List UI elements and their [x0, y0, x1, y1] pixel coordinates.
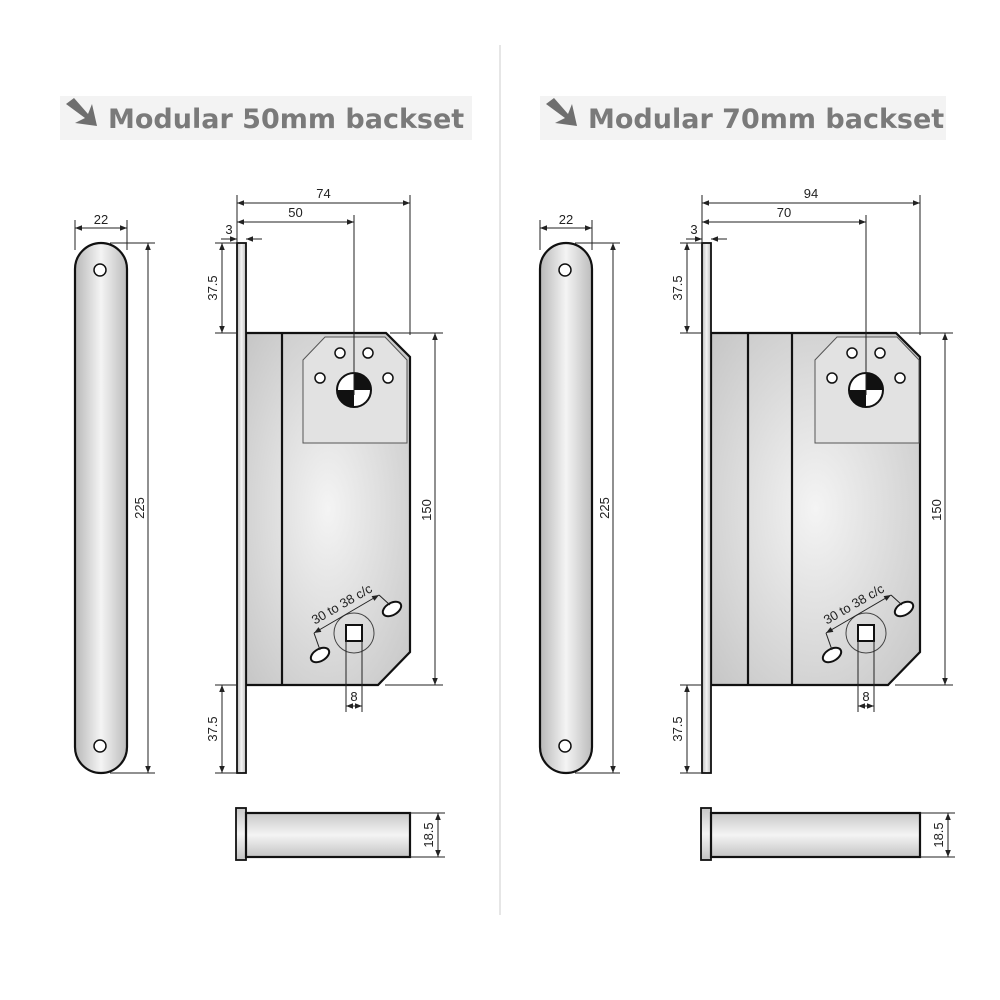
faceplate-front-view: 22 225 — [538, 212, 620, 775]
lock-case-side-view: 30 to 38 c/c 8 74 50 3 37.5 37.5 150 — [205, 186, 443, 774]
dim-overall-depth: 74 — [316, 186, 330, 201]
dim-strike-depth: 18.5 — [421, 822, 436, 847]
dim-faceplate-height: 225 — [597, 497, 612, 519]
panel-title: Modular 50mm backset — [60, 96, 472, 140]
dim-forend: 3 — [225, 222, 232, 237]
panel-title-text: Modular 50mm backset — [108, 104, 464, 135]
dim-spindle: 8 — [862, 689, 869, 704]
dim-bottom-offset: 37.5 — [670, 716, 685, 741]
arrow-down-right-icon — [546, 98, 577, 126]
lock-case-side-view: 30 to 38 c/c 8 94 70 3 37.5 37.5 150 — [670, 186, 953, 774]
dim-faceplate-width: 22 — [559, 212, 573, 227]
dim-faceplate-height: 225 — [132, 497, 147, 519]
dim-faceplate-width: 22 — [94, 212, 108, 227]
dim-body-height: 150 — [929, 499, 944, 521]
latch-top-view: 18.5 — [700, 807, 955, 861]
dim-body-height: 150 — [419, 499, 434, 521]
dim-top-offset: 37.5 — [205, 275, 220, 300]
dim-forend: 3 — [690, 222, 697, 237]
dim-backset: 70 — [777, 205, 791, 220]
panel-title: Modular 70mm backset — [540, 96, 946, 140]
dim-overall-depth: 94 — [804, 186, 818, 201]
panel-1: Modular 70mm backset 22 225 — [538, 96, 955, 861]
dim-top-offset: 37.5 — [670, 275, 685, 300]
faceplate-front-view: 22 225 — [73, 212, 155, 775]
arrow-down-right-icon — [66, 98, 97, 126]
dim-bottom-offset: 37.5 — [205, 716, 220, 741]
panel-title-text: Modular 70mm backset — [588, 104, 944, 135]
panel-0: Modular 50mm backset 22 225 — [60, 96, 472, 861]
dim-strike-depth: 18.5 — [931, 822, 946, 847]
latch-top-view: 18.5 — [235, 807, 445, 861]
dim-spindle: 8 — [350, 689, 357, 704]
dim-backset: 50 — [288, 205, 302, 220]
